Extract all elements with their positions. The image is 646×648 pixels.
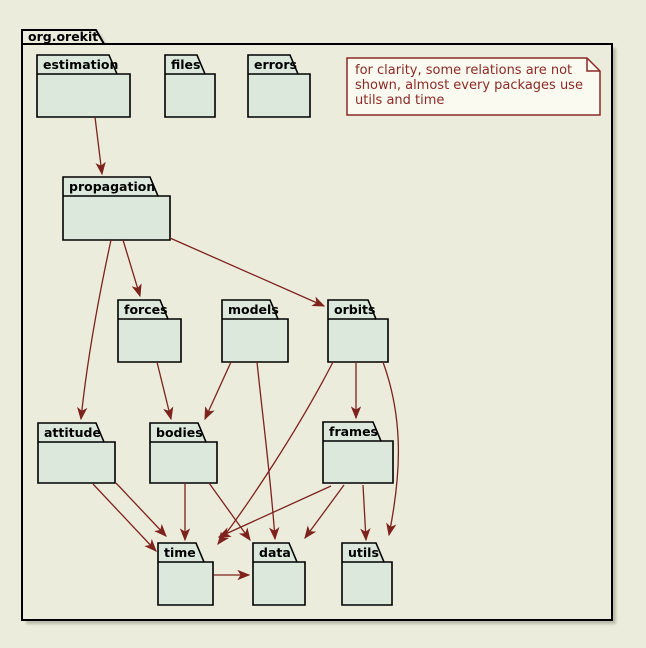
package-label-errors: errors — [254, 57, 297, 72]
package-attitude: attitude — [37, 422, 116, 484]
package-frames: frames — [322, 421, 394, 484]
edge-attitude-time — [115, 482, 167, 537]
edge-frames-utils — [360, 484, 371, 542]
package-label-orbits: orbits — [334, 302, 375, 317]
package-label-time: time — [164, 545, 196, 560]
edge-estimation-propagation — [94, 116, 106, 176]
note-fold-icon — [586, 58, 600, 72]
shape-layer: org.orekit for clarity, some relations ar… — [21, 29, 613, 621]
package-label-files: files — [171, 57, 200, 72]
edge-propagation-orbits — [169, 237, 326, 307]
package-label-bodies: bodies — [156, 425, 203, 440]
edge-models-data — [256, 361, 280, 541]
edge-orbits-utils — [382, 361, 400, 537]
package-bodies: bodies — [149, 422, 218, 484]
edge-propagation-forces — [122, 239, 142, 298]
note-text-line: utils and time — [355, 93, 444, 108]
package-forces: forces — [117, 299, 182, 363]
note-text-line: shown, almost every packages use — [355, 78, 583, 93]
edge-frames-data — [304, 484, 345, 540]
package-label-estimation: estimation — [43, 57, 118, 72]
package-label-utils: utils — [348, 545, 379, 560]
package-data: data — [252, 542, 306, 606]
edge-bodies-data — [208, 482, 251, 542]
package-models: models — [221, 299, 289, 363]
package-label-data: data — [259, 545, 291, 560]
edge-attitude-time — [92, 483, 157, 552]
package-label-propagation: propagation — [69, 179, 155, 194]
package-errors: errors — [247, 54, 311, 118]
edge-models-bodies — [204, 361, 232, 421]
edge-frames-time — [217, 485, 332, 538]
package-orbits: orbits — [327, 299, 389, 363]
package-utils: utils — [341, 542, 393, 606]
package-label-forces: forces — [124, 302, 168, 317]
package-time: time — [157, 542, 214, 606]
package-label-attitude: attitude — [44, 425, 101, 440]
package-estimation: estimation — [36, 54, 131, 118]
package-label-models: models — [228, 302, 279, 317]
edge-propagation-attitude — [77, 239, 112, 421]
note-text-line: for clarity, some relations are not — [355, 63, 572, 78]
package-propagation: propagation — [62, 176, 171, 241]
note: for clarity, some relations are notshown… — [346, 57, 601, 116]
package-files: files — [164, 54, 216, 118]
root-package-label: org.orekit — [28, 29, 98, 44]
edge-layer — [77, 116, 400, 581]
edge-forces-bodies — [156, 361, 174, 421]
package-label-frames: frames — [329, 424, 378, 439]
